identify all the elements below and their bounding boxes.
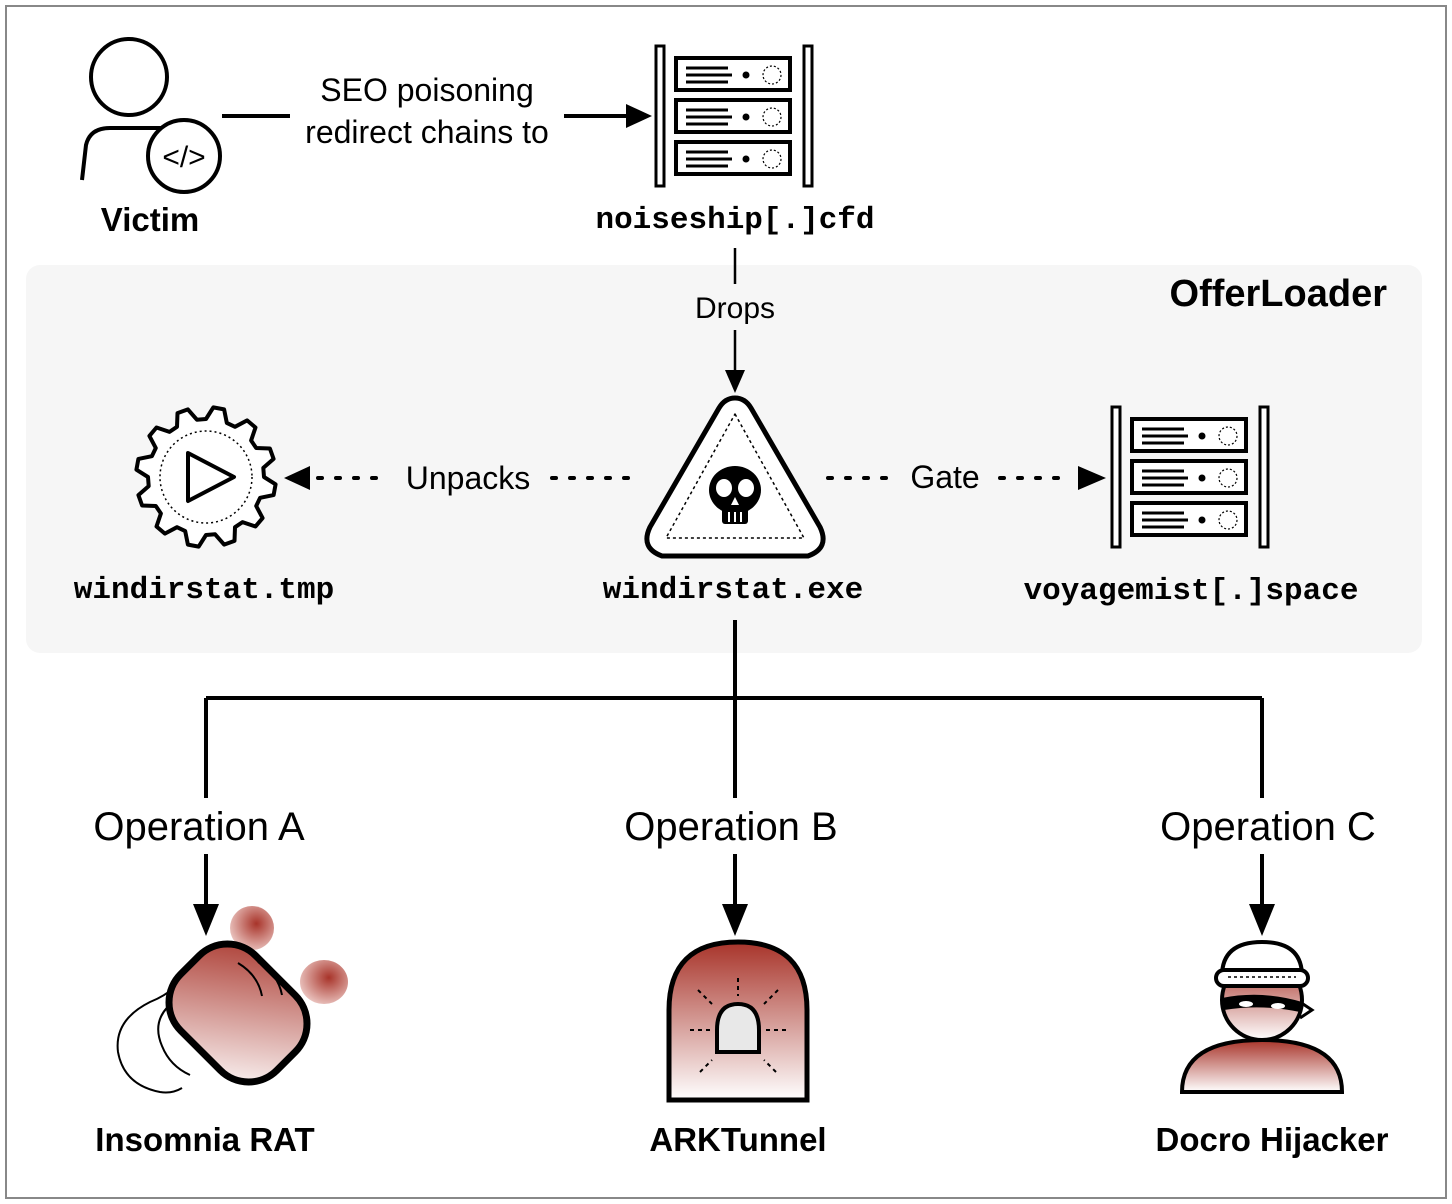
operation-a-arrowhead bbox=[193, 904, 219, 936]
drops-edge-label: Drops bbox=[695, 292, 775, 325]
operation-b-label: Operation B bbox=[624, 805, 837, 849]
offerloader-title: OfferLoader bbox=[1170, 273, 1388, 315]
windirstat-exe-label: windirstat.exe bbox=[603, 573, 863, 608]
docro-hijacker-label: Docro Hijacker bbox=[1156, 1121, 1389, 1158]
unpacks-edge-arrowhead bbox=[284, 466, 310, 490]
bandit-icon bbox=[1179, 939, 1345, 1094]
insomnia-rat-label: Insomnia RAT bbox=[95, 1121, 314, 1158]
operation-a-label: Operation A bbox=[93, 805, 305, 849]
operations-connector bbox=[204, 620, 1264, 906]
operation-c-label: Operation C bbox=[1160, 805, 1376, 849]
voyagemist-label: voyagemist[.]space bbox=[1024, 574, 1359, 609]
drops-edge-arrowhead bbox=[725, 370, 745, 393]
gate-edge-label: Gate bbox=[910, 459, 979, 495]
server-rack-icon-voyagemist bbox=[1110, 405, 1270, 549]
user-code-icon: </> bbox=[80, 37, 222, 194]
unpacks-edge-label: Unpacks bbox=[406, 460, 531, 496]
gate-edge-arrowhead bbox=[1078, 466, 1106, 490]
server-rack-icon-noiseship bbox=[654, 44, 814, 188]
operation-b-arrowhead bbox=[722, 904, 748, 936]
alarm-light-icon bbox=[666, 939, 810, 1103]
noiseship-label: noiseship[.]cfd bbox=[595, 203, 874, 238]
operation-c-arrowhead bbox=[1249, 904, 1275, 936]
seo-edge-label-line1: SEO poisoning bbox=[320, 72, 533, 108]
victim-label: Victim bbox=[101, 201, 199, 238]
svg-text:</>: </> bbox=[162, 141, 205, 174]
skull-warning-icon bbox=[644, 395, 826, 559]
seo-edge-arrowhead bbox=[626, 104, 652, 128]
arktunnel-label: ARKTunnel bbox=[649, 1121, 826, 1158]
seo-edge-label-line2: redirect chains to bbox=[305, 114, 549, 150]
windirstat-tmp-label: windirstat.tmp bbox=[74, 573, 334, 608]
gear-play-icon bbox=[134, 405, 278, 549]
rat-icon bbox=[116, 906, 348, 1094]
